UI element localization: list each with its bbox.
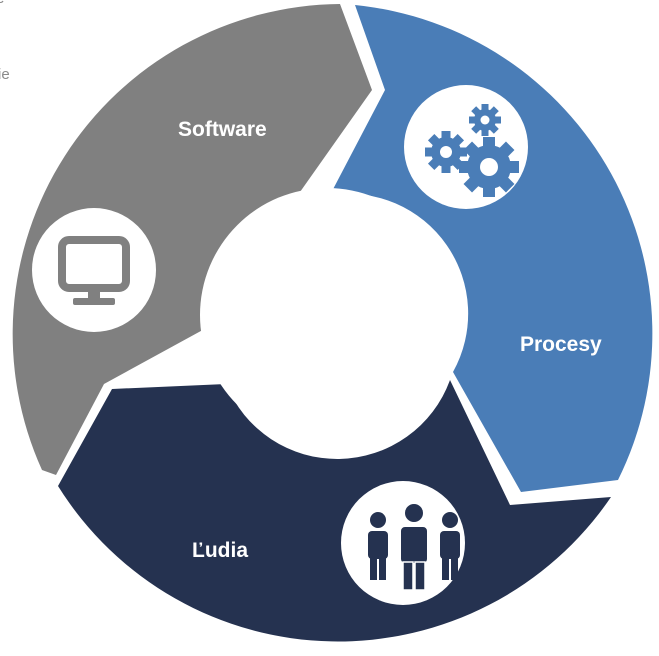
segment-software (12, 4, 372, 475)
people-icon (341, 481, 465, 605)
segment-ludia (58, 380, 611, 642)
ludia-label: Ľudia (192, 539, 248, 562)
gears-icon (404, 85, 528, 209)
center-hub (200, 188, 454, 442)
procesy-label: Procesy (520, 333, 602, 356)
software-label: Software (178, 118, 267, 141)
cropped-text-fragment: e (0, 0, 4, 7)
monitor-icon (32, 208, 156, 332)
cropped-text-fragment: ie (0, 66, 10, 83)
